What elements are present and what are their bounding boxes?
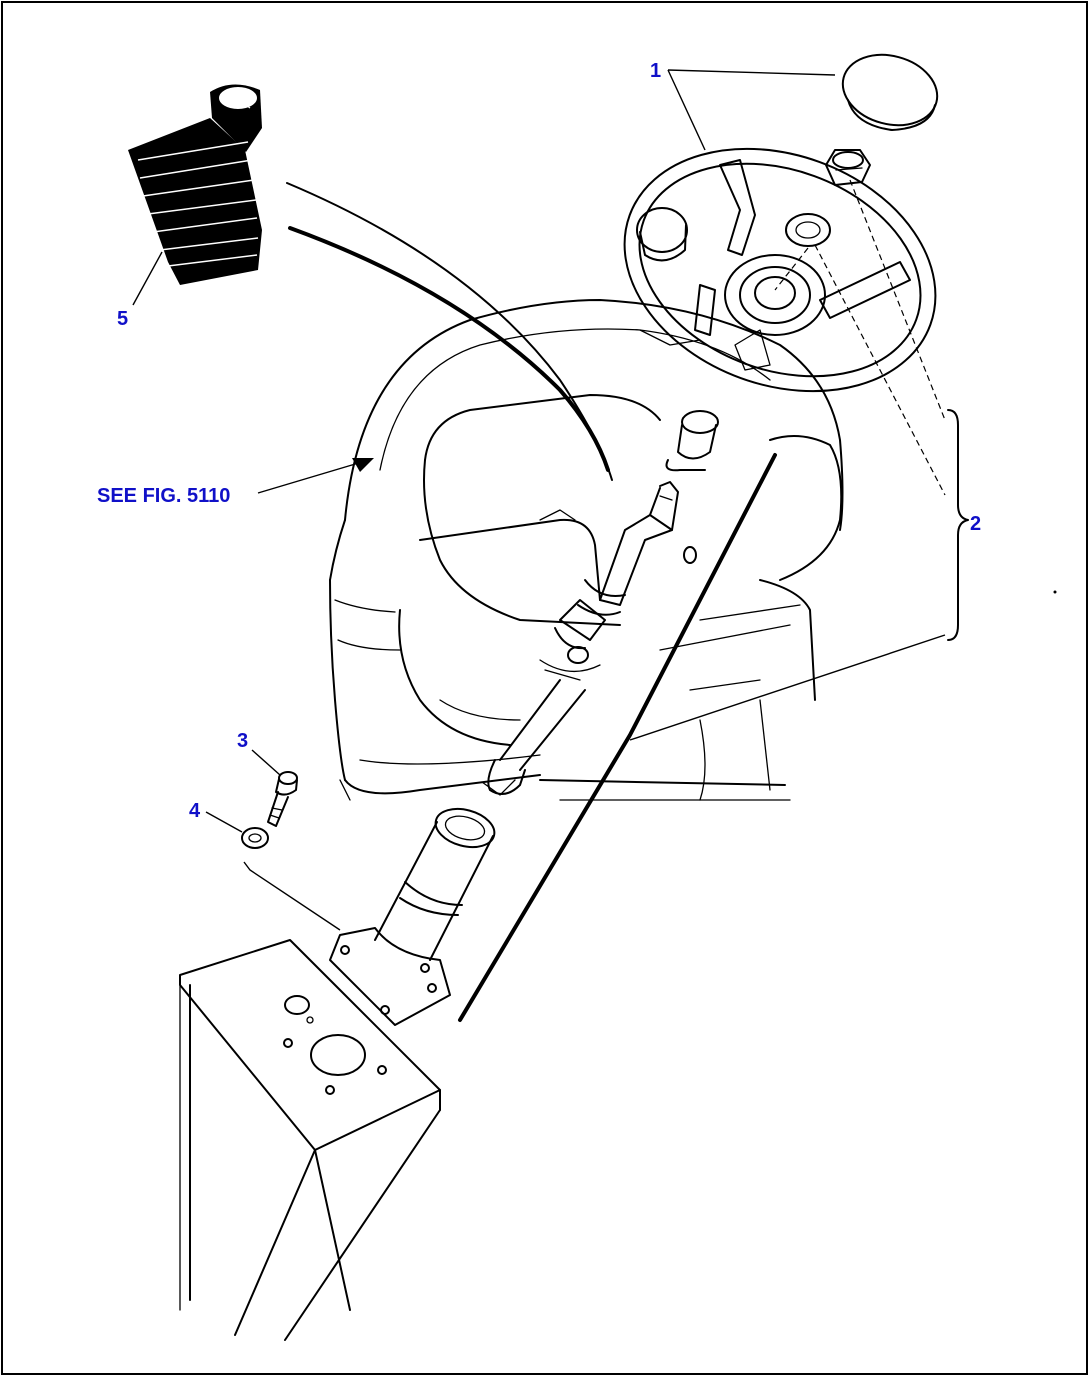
callout-2: 2 <box>970 513 981 535</box>
callout-3: 3 <box>237 730 248 752</box>
centerline-1 <box>849 179 946 421</box>
leader-3 <box>251 749 281 776</box>
centerline-3 <box>774 247 809 291</box>
centerline-2 <box>814 244 946 496</box>
leader-3-4-common <box>243 861 341 931</box>
leader-5 <box>132 251 163 306</box>
column-tube <box>329 807 496 1026</box>
bolt <box>267 771 298 827</box>
speck <box>1053 590 1057 594</box>
part-2-brace <box>947 409 969 641</box>
washer <box>785 213 831 247</box>
see-fig-arrowhead <box>352 458 374 472</box>
washer-small <box>241 827 269 849</box>
pedestal-box <box>179 939 441 1341</box>
steering-column <box>481 410 719 796</box>
dashboard-cowl <box>329 299 844 801</box>
callout-1: 1 <box>650 60 661 82</box>
callout-4: 4 <box>189 800 201 822</box>
see-fig-reference: SEE FIG. 5110 <box>97 485 230 507</box>
gear-lever-boot <box>128 84 262 285</box>
steering-wheel <box>623 147 937 393</box>
wire-arc-2 <box>288 226 610 472</box>
leader-4 <box>205 811 243 833</box>
steering-nut <box>825 149 871 186</box>
leader-2-lower <box>629 634 946 741</box>
leader-1 <box>667 69 836 151</box>
callout-5: 5 <box>117 308 128 330</box>
see-fig-arrow-line <box>257 461 363 494</box>
bracket-rod <box>458 453 777 1022</box>
horn-cap <box>841 53 939 131</box>
